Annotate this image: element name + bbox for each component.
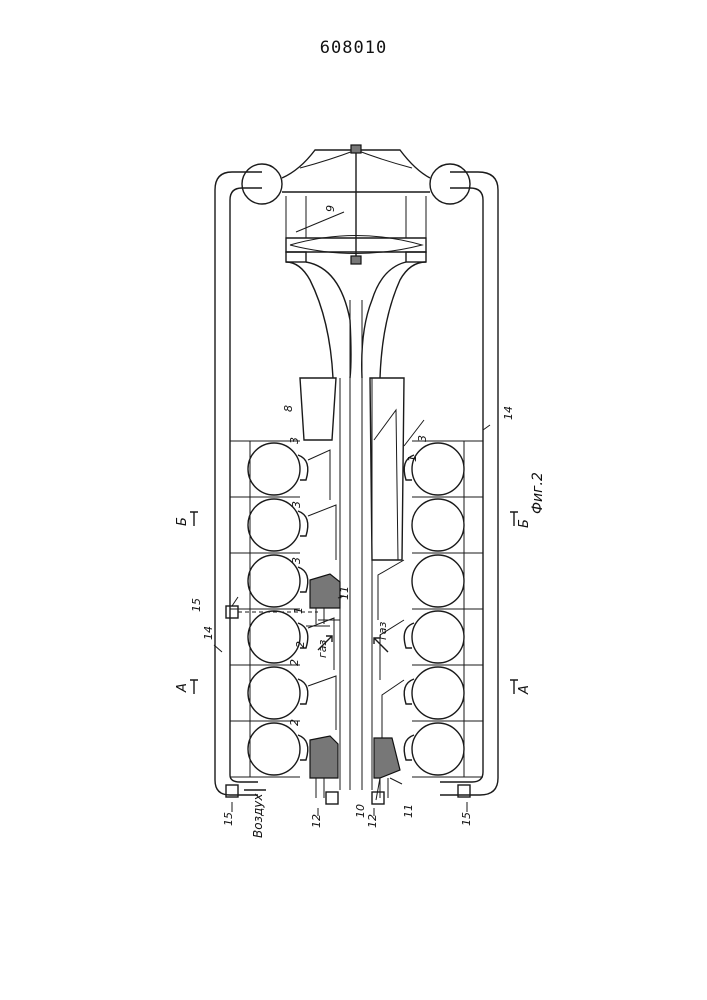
- left-bearing-box: [286, 252, 306, 262]
- left-chamber-5: [248, 667, 300, 719]
- label-3-c: 3: [290, 557, 303, 564]
- injector-lower-right: [374, 738, 400, 778]
- control-unit-left: [326, 792, 338, 804]
- right-chamber-5: [412, 667, 464, 719]
- label-1-right: 1: [406, 455, 419, 462]
- control-unit-right: [372, 792, 384, 804]
- valve-15-upper: [226, 606, 238, 618]
- air-label: Воздух: [251, 793, 265, 838]
- outer-casing-right: [440, 172, 498, 795]
- section-b-left-marker: [190, 512, 198, 526]
- section-b-left-label: Б: [175, 517, 190, 526]
- outer-casing-left-inner: [230, 188, 262, 782]
- label-11-lower: 11: [402, 804, 415, 818]
- gas-label-left: газ: [316, 639, 329, 658]
- label-2-c: 2: [288, 719, 301, 726]
- section-a-left-marker: [190, 680, 198, 694]
- injector-lower-left: [310, 736, 338, 778]
- turbine-hub-bottom: [351, 256, 361, 264]
- top-right-chamber: [430, 164, 470, 204]
- outer-casing-right-inner: [440, 188, 483, 782]
- label-2-a: 2: [294, 641, 307, 648]
- gas-label-right: газ: [376, 621, 389, 640]
- right-chamber-3: [412, 555, 464, 607]
- right-guide-vanes: [378, 560, 404, 740]
- section-a-left-label: А: [175, 683, 190, 693]
- label-10: 10: [354, 804, 367, 818]
- left-chamber-4: [248, 611, 300, 663]
- outer-casing-left: [215, 172, 262, 795]
- bleed-line-cross: [306, 620, 340, 626]
- label-3-right: 3: [416, 435, 429, 442]
- right-chamber-bank: [378, 441, 483, 777]
- label-15-upper: 15: [190, 598, 203, 612]
- label-8: 8: [282, 405, 295, 412]
- label-15-lower-right: 15: [460, 812, 473, 826]
- injector-upper-left: [310, 574, 340, 608]
- section-b-right-label: Б: [517, 519, 532, 528]
- right-chamber-4: [412, 611, 464, 663]
- right-chamber-dividers: [412, 441, 483, 777]
- label-1-left: 1: [292, 607, 305, 614]
- left-duct-outer: [286, 262, 333, 378]
- top-left-chamber: [242, 164, 282, 204]
- right-chamber-2: [412, 499, 464, 551]
- section-a-right-label: А: [517, 685, 532, 695]
- label-2-b: 2: [288, 659, 301, 666]
- label-14-left: 14: [202, 626, 215, 640]
- label-12-right: 12: [366, 814, 379, 828]
- label-9: 9: [324, 205, 337, 212]
- left-chamber-bank: [230, 441, 336, 777]
- label-15-lower-left: 15: [222, 812, 235, 826]
- left-wedge-nozzle: [300, 378, 336, 440]
- left-chamber-1: [248, 443, 300, 495]
- right-wedge-nozzle: [370, 378, 404, 560]
- label-14-right: 14: [502, 406, 515, 420]
- label-11-upper: 11: [338, 586, 351, 600]
- left-chamber-6: [248, 723, 300, 775]
- turbine-hub-top: [351, 145, 361, 153]
- label-12-left: 12: [310, 814, 323, 828]
- label-3-b: 3: [290, 501, 303, 508]
- label-3-a: 3: [288, 437, 301, 444]
- right-duct-outer: [380, 262, 426, 378]
- right-duct-inner: [362, 262, 406, 378]
- right-upper-frame: [406, 196, 426, 238]
- figure-caption: Фиг.2: [530, 472, 546, 514]
- right-chamber-1: [412, 443, 464, 495]
- right-wedge-inner: [374, 410, 398, 560]
- left-duct-inner: [306, 262, 351, 378]
- right-chamber-6: [412, 723, 464, 775]
- right-bearing-box: [406, 252, 426, 262]
